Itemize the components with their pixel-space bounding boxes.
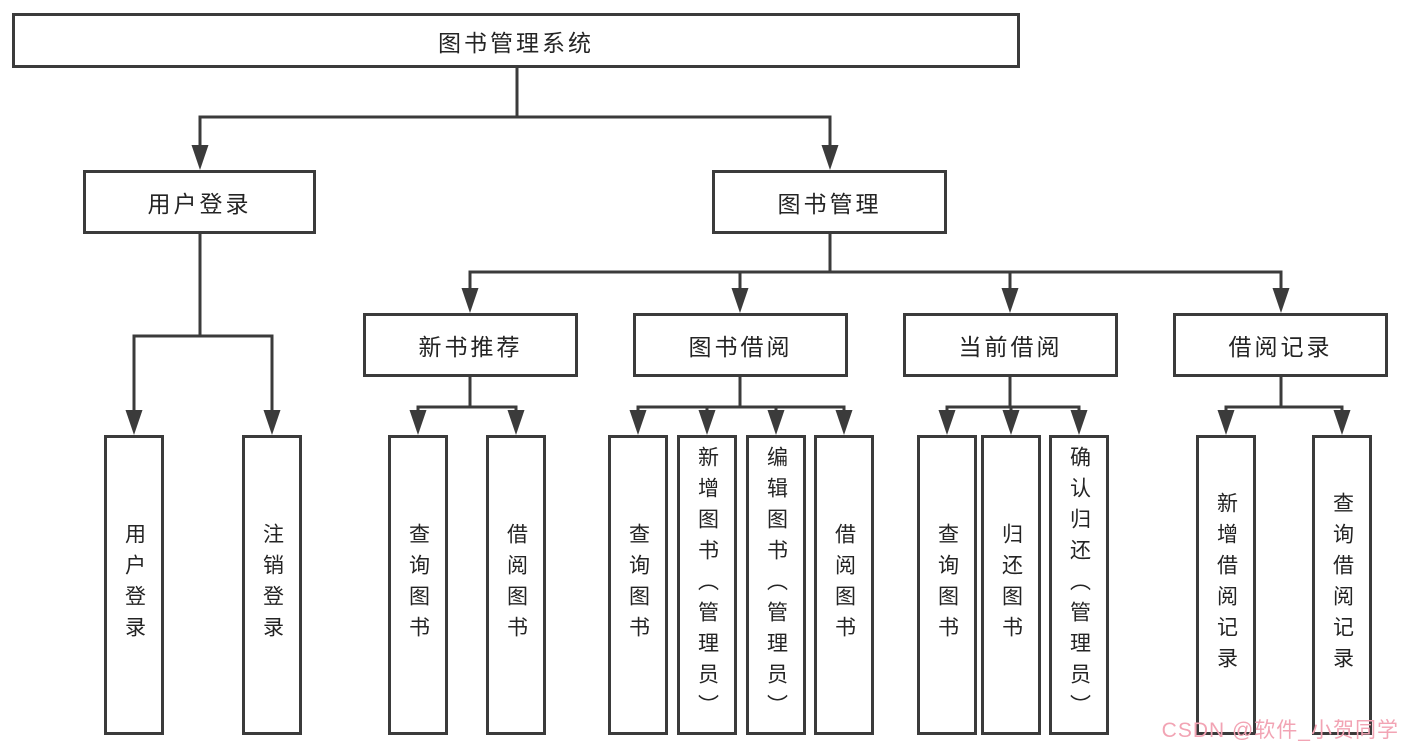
node-label: 图书借阅 <box>688 334 793 360</box>
node-label: 新增图书（管理员） <box>695 445 719 725</box>
node-label: 确认归还（管理员） <box>1067 445 1091 725</box>
leaf-logout: 注销登录 <box>242 435 302 735</box>
leaf-current-return-books: 归还图书 <box>981 435 1041 735</box>
leaf-borrow-edit-books-admin: 编辑图书（管理员） <box>746 435 806 735</box>
node-user-login: 用户登录 <box>83 170 316 234</box>
node-label: 当前借阅 <box>958 334 1063 360</box>
node-library-management-system: 图书管理系统 <box>12 13 1020 68</box>
node-label: 用户登录 <box>122 523 146 647</box>
node-label: 借阅图书 <box>832 523 856 647</box>
node-label: 图书管理 <box>777 191 882 217</box>
leaf-newrec-borrow-books: 借阅图书 <box>486 435 546 735</box>
node-label: 归还图书 <box>999 523 1023 647</box>
leaf-user-login: 用户登录 <box>104 435 164 735</box>
leaf-records-add-record: 新增借阅记录 <box>1196 435 1256 735</box>
leaf-borrow-query-books: 查询图书 <box>608 435 668 735</box>
node-label: 查询借阅记录 <box>1330 492 1354 678</box>
node-label: 查询图书 <box>626 523 650 647</box>
node-label: 注销登录 <box>260 523 284 647</box>
node-label: 新增借阅记录 <box>1214 492 1238 678</box>
node-label: 新书推荐 <box>418 334 523 360</box>
leaf-borrow-add-books-admin: 新增图书（管理员） <box>677 435 737 735</box>
leaf-borrow-borrow-books: 借阅图书 <box>814 435 874 735</box>
node-label: 编辑图书（管理员） <box>764 445 788 725</box>
node-label: 借阅图书 <box>504 523 528 647</box>
node-label: 图书管理系统 <box>438 29 594 56</box>
leaf-records-query-record: 查询借阅记录 <box>1312 435 1372 735</box>
leaf-current-query-books: 查询图书 <box>917 435 977 735</box>
node-label: 用户登录 <box>147 191 252 217</box>
leaf-newrec-query-books: 查询图书 <box>388 435 448 735</box>
node-borrowing-records: 借阅记录 <box>1173 313 1388 377</box>
watermark: CSDN @软件_小贺同学 <box>1161 719 1399 742</box>
node-label: 查询图书 <box>406 523 430 647</box>
node-new-book-recommendation: 新书推荐 <box>363 313 578 377</box>
node-current-borrowing: 当前借阅 <box>903 313 1118 377</box>
node-book-management: 图书管理 <box>712 170 947 234</box>
node-label: 查询图书 <box>935 523 959 647</box>
leaf-current-confirm-return-admin: 确认归还（管理员） <box>1049 435 1109 735</box>
node-label: 借阅记录 <box>1228 334 1333 360</box>
node-book-borrowing: 图书借阅 <box>633 313 848 377</box>
